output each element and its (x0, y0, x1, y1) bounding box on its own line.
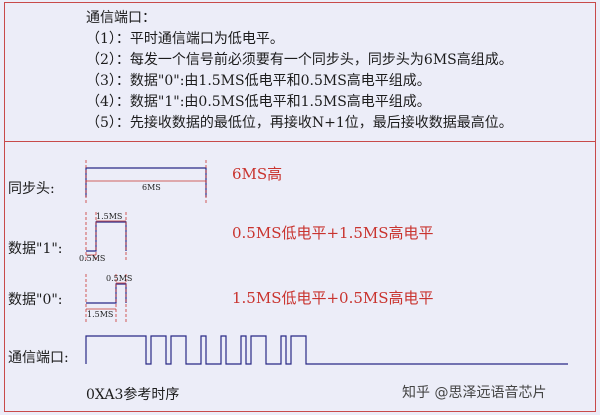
port-row-label: 通信端口: (8, 350, 69, 366)
one-row-label: 数据"1": (8, 241, 63, 257)
note-item-5: （5）：先接收数据的最低位，再接收N+1位，最后接收数据最高位。 (86, 115, 513, 131)
section-divider (4, 141, 596, 142)
bit-zero-pulse (86, 283, 127, 304)
note-item-2: （2）：每发一个信号前必须要有一个同步头，同步头为6MS高组成。 (86, 52, 513, 68)
notes-title: 通信端口： (86, 10, 156, 26)
bit-zero-waveform (85, 274, 127, 322)
port-waveform (85, 335, 568, 365)
bit-one-pulse (86, 221, 127, 252)
notes-block: 通信端口： （1）：平时通信端口为低电平。 （2）：每发一个信号前必须要有一个同… (86, 8, 513, 134)
note-item-1: （1）：平时通信端口为低电平。 (86, 31, 284, 47)
note-item-4: （4）：数据"1":由0.5MS低电平和1.5MS高电平组成。 (86, 94, 431, 110)
zero-note: 1.5MS低电平+0.5MS高电平 (232, 289, 434, 307)
bit-one-waveform (85, 212, 127, 262)
note-item-3: （3）：数据"0":由1.5MS低电平和0.5MS高电平组成。 (86, 73, 431, 89)
zero-low-duration-label: 1.5MS (87, 310, 113, 319)
footer-caption: 0XA3参考时序 (86, 387, 180, 403)
sync-waveform (85, 160, 207, 204)
sync-note: 6MS高 (232, 165, 283, 183)
sync-duration-label: 6MS (142, 183, 161, 192)
diagram-frame (4, 2, 596, 412)
watermark: 知乎 @思泽远语音芯片 (402, 385, 547, 401)
one-note: 0.5MS低电平+1.5MS高电平 (232, 224, 434, 242)
sync-row-label: 同步头: (8, 181, 55, 197)
zero-high-duration-label: 0.5MS (106, 274, 132, 283)
port-signal-trace (85, 335, 568, 365)
one-high-duration-label: 1.5MS (96, 212, 122, 221)
zero-row-label: 数据"0": (8, 292, 63, 308)
one-low-duration-label: 0.5MS (79, 254, 105, 263)
